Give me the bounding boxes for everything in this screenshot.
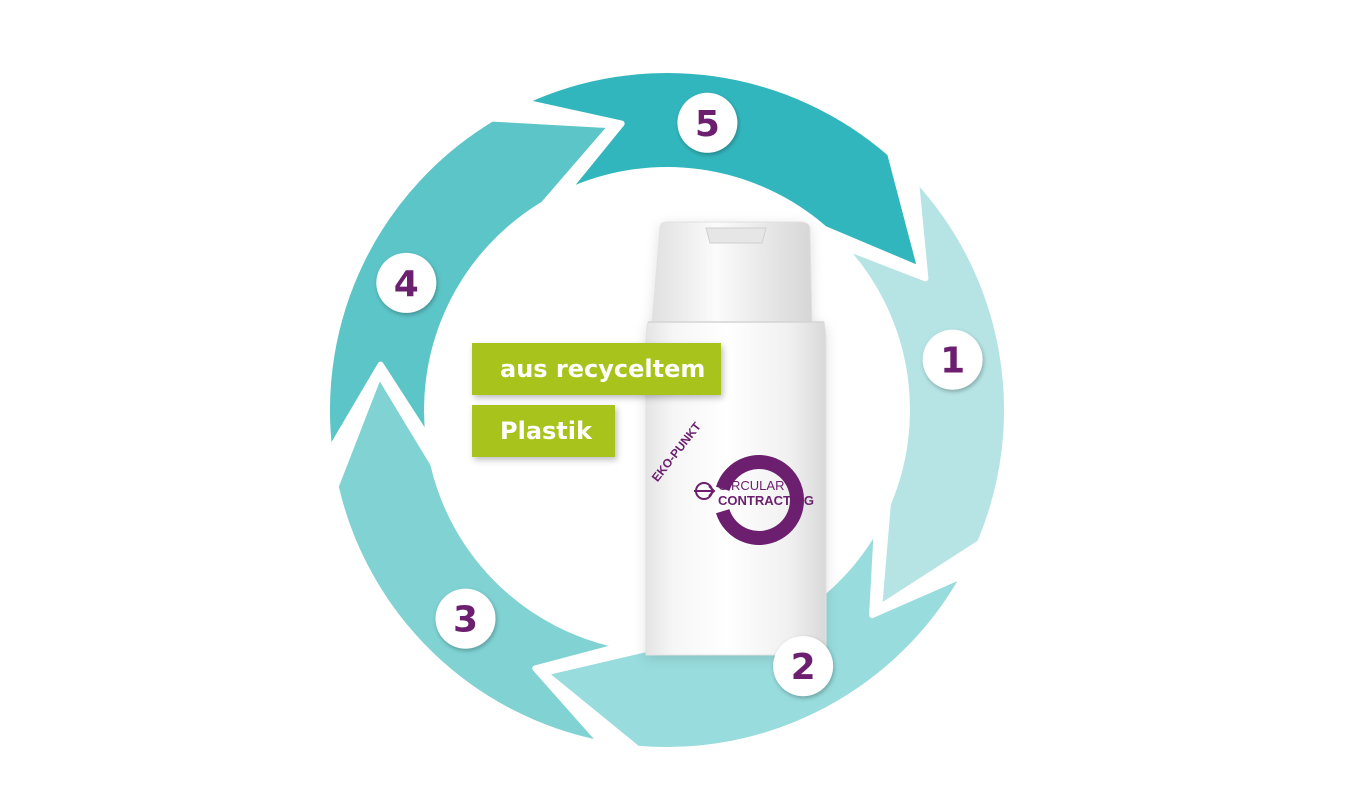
step-badge-circle — [922, 329, 983, 390]
step-badge-2: 2 — [773, 636, 834, 697]
logo-circular-text: CIRCULAR — [718, 478, 784, 493]
step-number-2: 2 — [791, 647, 816, 688]
bottle — [645, 221, 827, 656]
step-badge-circle — [435, 588, 496, 649]
logo-contracting-text: CONTRACTING — [718, 493, 814, 508]
recycled-plastic-tag-line-2: Plastik — [472, 405, 615, 457]
step-badge-circle — [773, 636, 834, 697]
cycle-arrow-step-4 — [323, 115, 615, 455]
step-badge-circle — [376, 252, 437, 313]
step-number-5: 5 — [695, 104, 720, 145]
recycled-plastic-tag-line-1: aus recyceltem — [472, 343, 721, 395]
step-badge-4: 4 — [376, 252, 437, 313]
cycle-arrow-step-3 — [332, 371, 625, 747]
step-badge-1: 1 — [922, 329, 983, 390]
step-number-3: 3 — [453, 600, 478, 641]
cycle-arrow-step-5 — [520, 67, 924, 273]
step-badge-circle — [677, 92, 738, 153]
step-number-4: 4 — [394, 264, 419, 305]
step-badge-3: 3 — [435, 588, 496, 649]
step-number-1: 1 — [940, 341, 965, 382]
cycle-arrow-step-1 — [839, 175, 1011, 611]
step-badge-5: 5 — [677, 92, 738, 153]
